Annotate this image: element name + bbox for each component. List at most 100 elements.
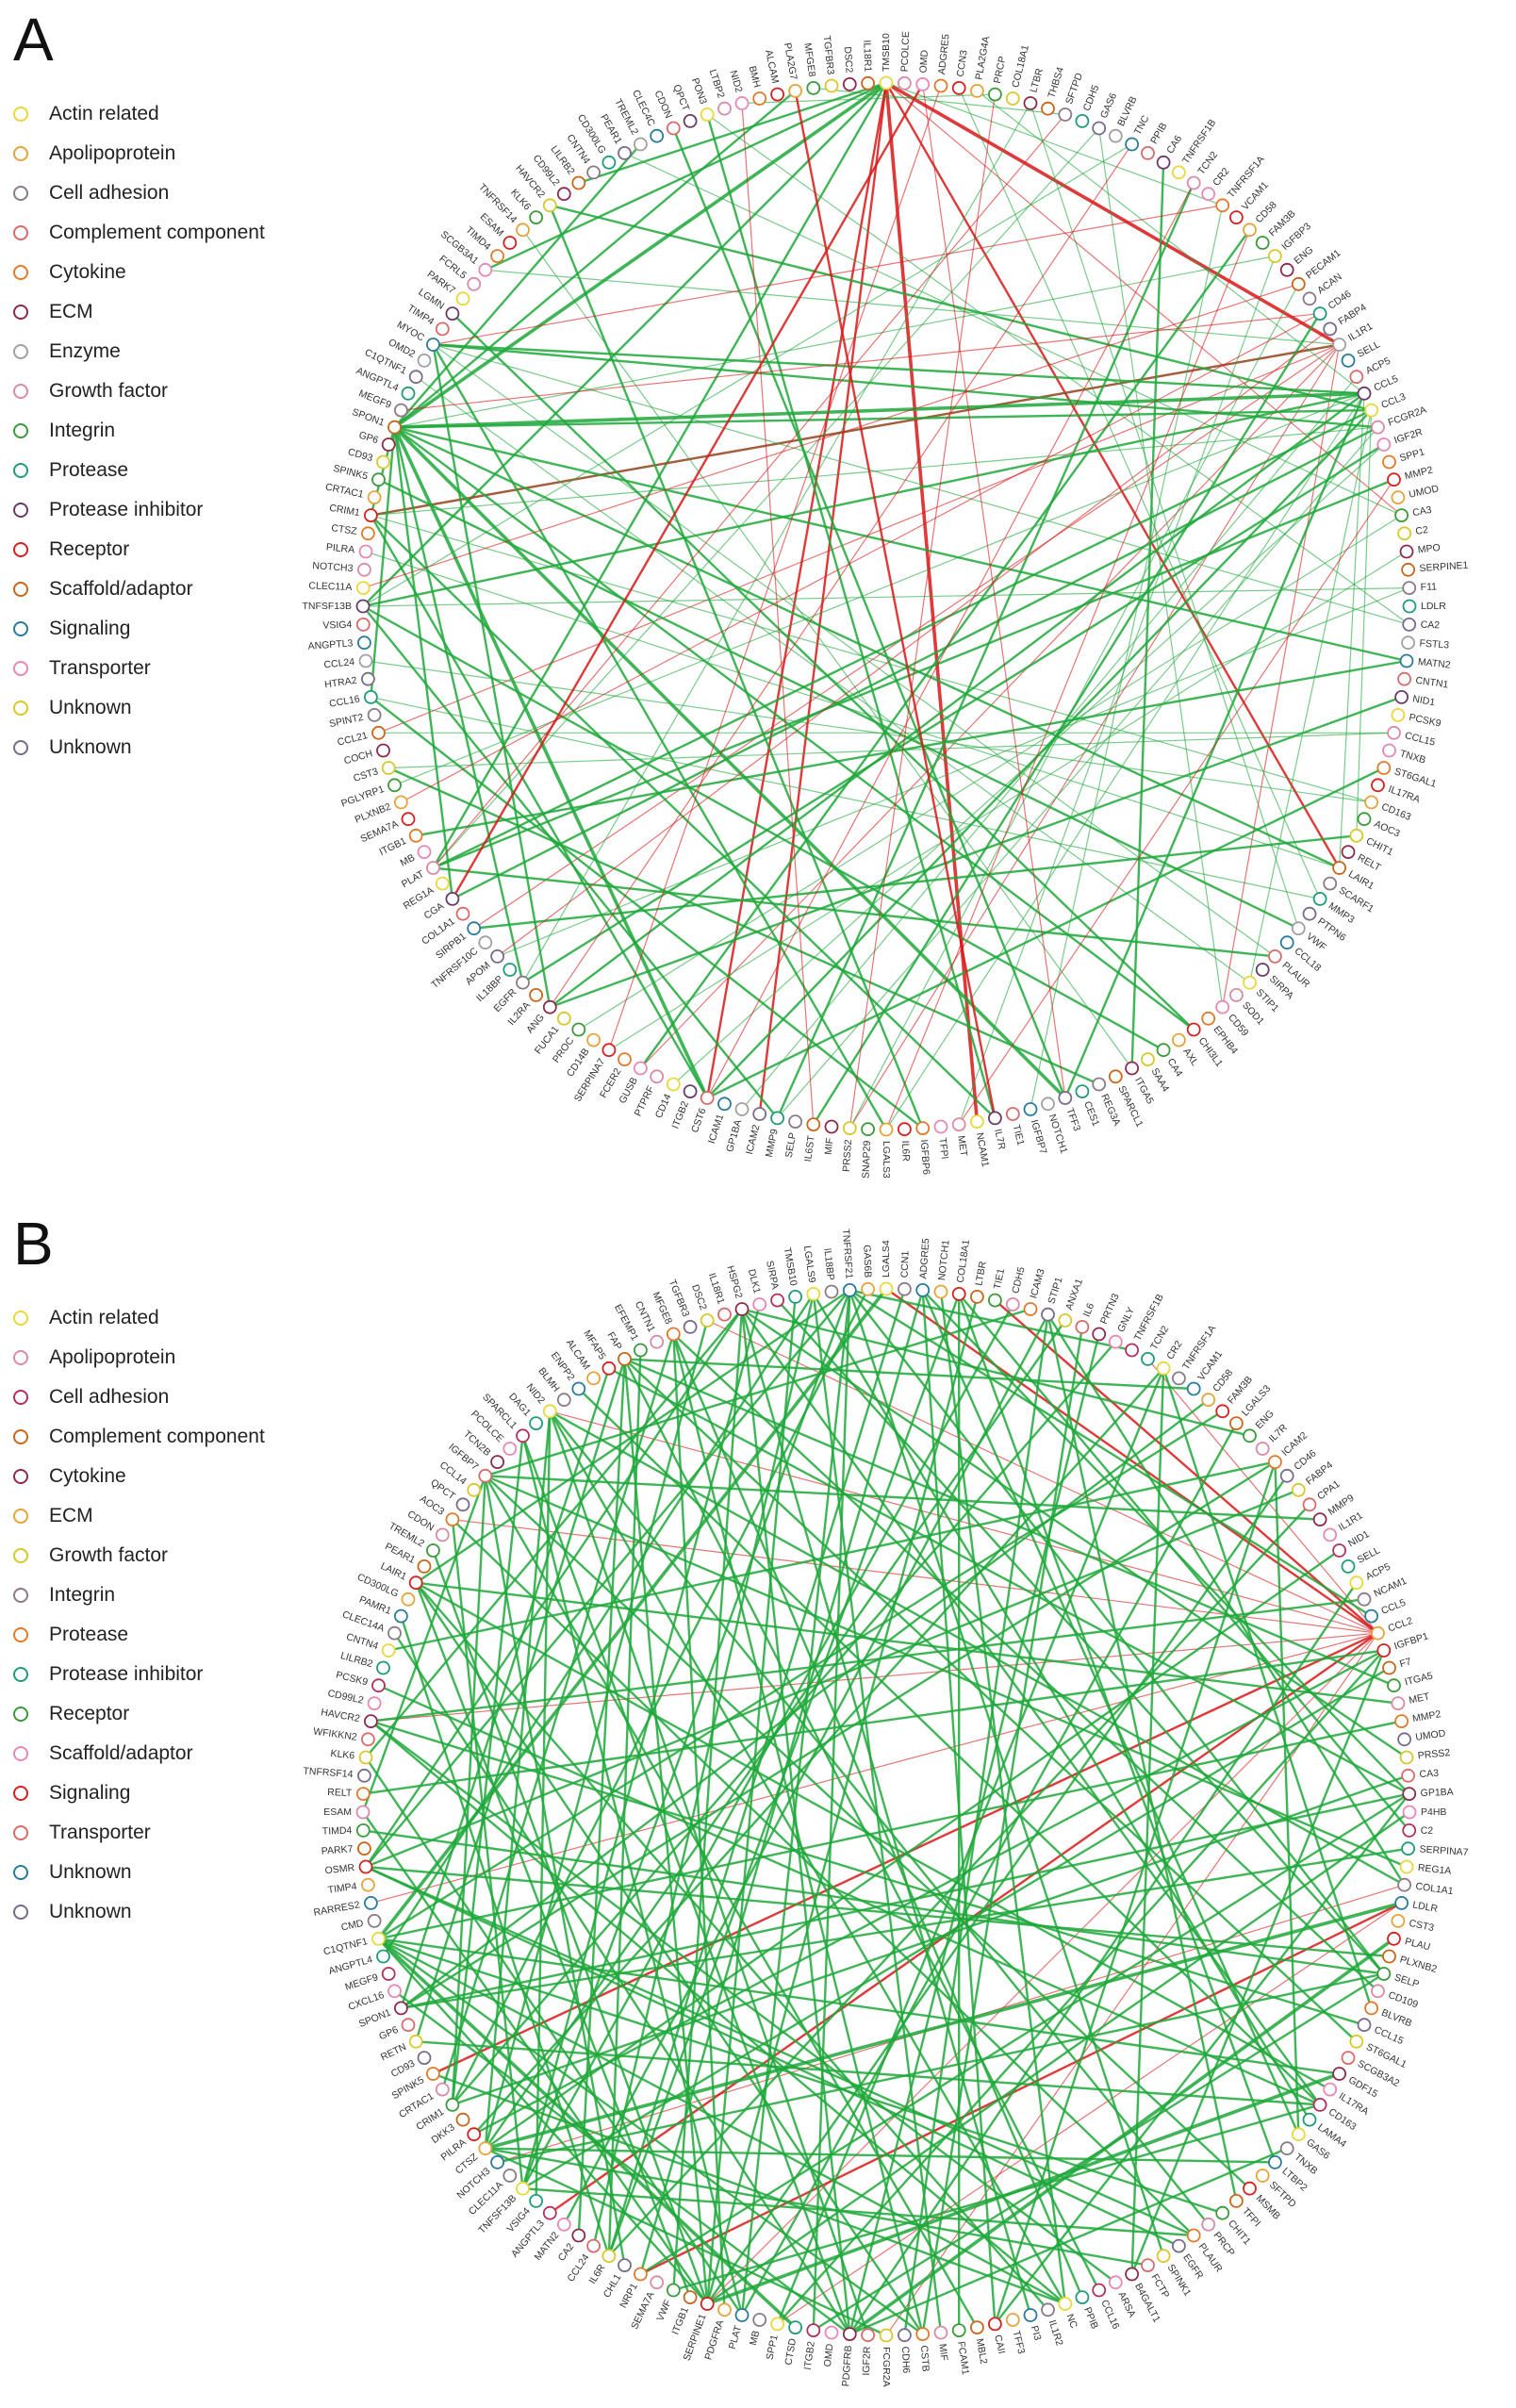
- network-node: [371, 725, 386, 740]
- legend-label: Complement component: [49, 222, 265, 243]
- network-node: [1402, 1823, 1417, 1838]
- network-edge: [639, 229, 1251, 1069]
- node-label: UMOD: [1415, 1727, 1447, 1742]
- network-edge: [740, 1309, 1032, 2316]
- node-label: UMOD: [1408, 483, 1440, 500]
- network-node: [1243, 975, 1257, 990]
- node-label: PDGFRB: [840, 2345, 854, 2386]
- legend-item: Protease inhibitor: [13, 490, 265, 530]
- node-label: TMSB10: [881, 33, 892, 72]
- network-edge: [365, 1865, 1195, 2237]
- network-edge: [377, 478, 1299, 930]
- network-node: [408, 2034, 423, 2049]
- node-label: SFTPD: [1063, 71, 1085, 106]
- network-edge: [393, 1989, 851, 2335]
- node-label: CTSD: [783, 2337, 799, 2367]
- network-edge: [521, 1304, 761, 2189]
- network-node: [1156, 2249, 1171, 2264]
- network-node: [879, 1281, 894, 1296]
- network-edge: [432, 127, 1100, 868]
- network-edge: [885, 392, 1365, 1130]
- network-edge: [415, 1581, 1331, 2091]
- network-node: [634, 1061, 648, 1076]
- node-label: ENG: [1253, 1408, 1276, 1431]
- network-node: [1156, 1043, 1171, 1058]
- network-node: [683, 1084, 698, 1098]
- legend-marker-icon: [13, 661, 28, 676]
- network-edge: [672, 1333, 1379, 1992]
- network-node: [529, 1416, 543, 1431]
- network-node: [387, 420, 402, 435]
- network-node: [1357, 1592, 1372, 1607]
- network-node: [556, 187, 571, 202]
- network-edge: [521, 443, 1385, 984]
- network-edge: [497, 587, 1409, 957]
- network-node: [529, 210, 543, 225]
- node-label: ESAM: [323, 1806, 352, 1818]
- network-edge: [639, 1792, 1410, 2276]
- network-edge: [706, 82, 888, 1098]
- edge-group: [361, 1287, 1410, 2337]
- network-edge: [812, 1293, 1311, 2120]
- network-edge: [433, 343, 1365, 395]
- node-label: PCSK9: [335, 1669, 369, 1688]
- legend-marker-icon: [13, 186, 28, 201]
- network-edge: [885, 82, 1223, 206]
- network-node: [356, 1841, 371, 1856]
- network-node: [1349, 370, 1364, 385]
- network-node: [601, 155, 617, 170]
- node-label: OSMR: [324, 1862, 355, 1876]
- network-node: [1323, 2082, 1338, 2097]
- network-node: [1023, 1302, 1038, 1316]
- network-edge: [741, 1308, 1322, 2106]
- network-edge: [1046, 1313, 1238, 2202]
- legend-label: Integrin: [49, 1584, 116, 1606]
- node-label: CD93: [347, 446, 374, 464]
- legend-label: Complement component: [49, 1426, 265, 1447]
- node-label: PARK7: [321, 1843, 354, 1856]
- node-label: ADGRE5: [936, 33, 951, 74]
- legend-marker-icon: [13, 701, 28, 716]
- network-edge: [813, 87, 1065, 116]
- node-label: VWF: [654, 2298, 673, 2322]
- network-node: [425, 2067, 440, 2081]
- network-edge: [549, 205, 924, 1130]
- legend-item: Growth factor: [13, 1536, 265, 1575]
- network-node: [770, 2317, 784, 2332]
- node-label: AXL: [1180, 1047, 1200, 1068]
- legend-item: Scaffold/adaptor: [13, 1734, 265, 1773]
- network-edge: [672, 127, 1066, 1098]
- network-edge: [485, 1549, 1341, 2150]
- node-label: CCN1: [899, 1250, 912, 1278]
- node-label: BMH: [747, 65, 763, 90]
- node-label: P4HB: [1421, 1806, 1446, 1818]
- node-label: NOTCH1: [1046, 1113, 1070, 1155]
- network-node: [363, 690, 378, 704]
- network-node: [915, 2327, 931, 2341]
- node-label: TGFBR3: [821, 35, 836, 75]
- node-label: CCL15: [1373, 2024, 1406, 2047]
- node-label: PDGFRA: [702, 2318, 726, 2361]
- node-label: SPINK5: [332, 463, 369, 483]
- network-node: [1075, 1319, 1090, 1334]
- node-label: SPINT2: [328, 712, 365, 730]
- network-edge: [922, 84, 1066, 1098]
- network-node: [988, 1111, 1002, 1126]
- network-node: [542, 2205, 557, 2220]
- network-edge: [401, 313, 1321, 411]
- network-node: [516, 2181, 530, 2196]
- network-node: [988, 2317, 1002, 2332]
- network-edge: [365, 1865, 1390, 1958]
- network-edge: [371, 1720, 1365, 2026]
- legend-item: Signaling: [13, 609, 265, 649]
- network-node: [1382, 1949, 1396, 1964]
- network-edge: [550, 1410, 1378, 1634]
- network-node: [356, 562, 371, 577]
- network-node: [356, 635, 371, 651]
- network-edge: [362, 143, 1132, 607]
- network-node: [393, 2001, 408, 2016]
- network-edge: [432, 114, 1066, 868]
- network-node: [1092, 1327, 1107, 1342]
- legend-item: Protease: [13, 1615, 265, 1655]
